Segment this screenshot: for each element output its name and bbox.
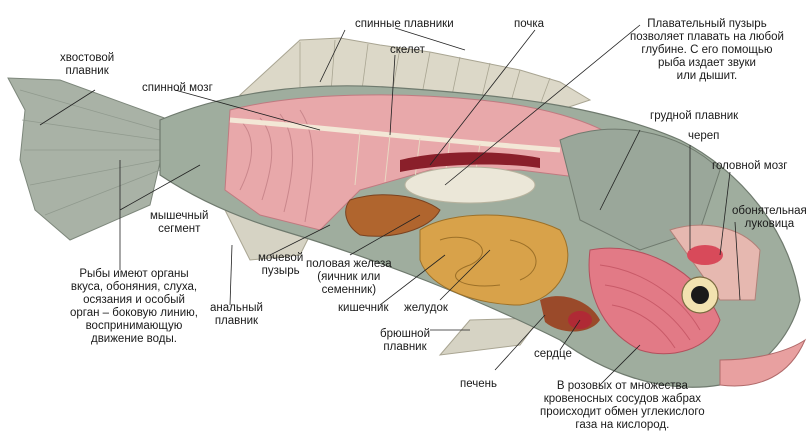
label-senses-note: Рыбы имеют органы вкуса, обоняния, слуха… bbox=[70, 268, 198, 345]
label-stomach: желудок bbox=[404, 302, 448, 314]
label-gonad: половая железа (яичник или семенник) bbox=[306, 258, 392, 296]
leader-lines bbox=[39, 24, 741, 386]
intestine-coils bbox=[439, 236, 537, 287]
label-intestine: кишечник bbox=[338, 302, 389, 314]
label-spinal-cord: спинной мозг bbox=[142, 82, 213, 94]
gill-filaments bbox=[599, 264, 701, 349]
head-scales bbox=[559, 128, 721, 251]
gonad-shape bbox=[345, 194, 441, 237]
tail-fin-rays bbox=[19, 89, 161, 216]
brain-shape bbox=[687, 245, 723, 265]
swim-bladder-shape bbox=[404, 166, 536, 204]
label-kidney: почка bbox=[514, 18, 545, 30]
label-pelvic-fin: брюшной плавник bbox=[380, 328, 431, 353]
label-tail-fin: хвостовой плавник bbox=[60, 52, 115, 77]
label-skeleton: скелет bbox=[390, 44, 425, 56]
label-muscle-segment: мышечный сегмент bbox=[150, 210, 209, 235]
intestine-shape bbox=[419, 214, 569, 306]
label-liver: печень bbox=[460, 378, 497, 390]
mouth-shape bbox=[719, 338, 807, 387]
label-gills-note: В розовых от множества кровеносных сосуд… bbox=[540, 380, 705, 431]
label-urinary-bladder: мочевой пузырь bbox=[258, 252, 304, 277]
label-dorsal-fins: спинные плавники bbox=[355, 18, 454, 30]
pupil-shape bbox=[691, 286, 709, 304]
label-swim-bladder: Плавательный пузырь позволяет плавать на… bbox=[630, 18, 784, 82]
label-olfactory-bulb: обонятельная луковица bbox=[732, 205, 807, 230]
label-skull: череп bbox=[688, 130, 720, 142]
label-brain: головной мозг bbox=[712, 160, 788, 172]
label-heart: сердце bbox=[534, 348, 572, 360]
kidney-shape bbox=[400, 152, 540, 172]
tail-fin-shape bbox=[7, 77, 171, 241]
label-pectoral-fin: грудной плавник bbox=[650, 110, 739, 122]
gills-shape bbox=[588, 247, 721, 355]
spine-shape bbox=[229, 117, 561, 153]
label-anal-fin: анальный плавник bbox=[210, 302, 263, 327]
